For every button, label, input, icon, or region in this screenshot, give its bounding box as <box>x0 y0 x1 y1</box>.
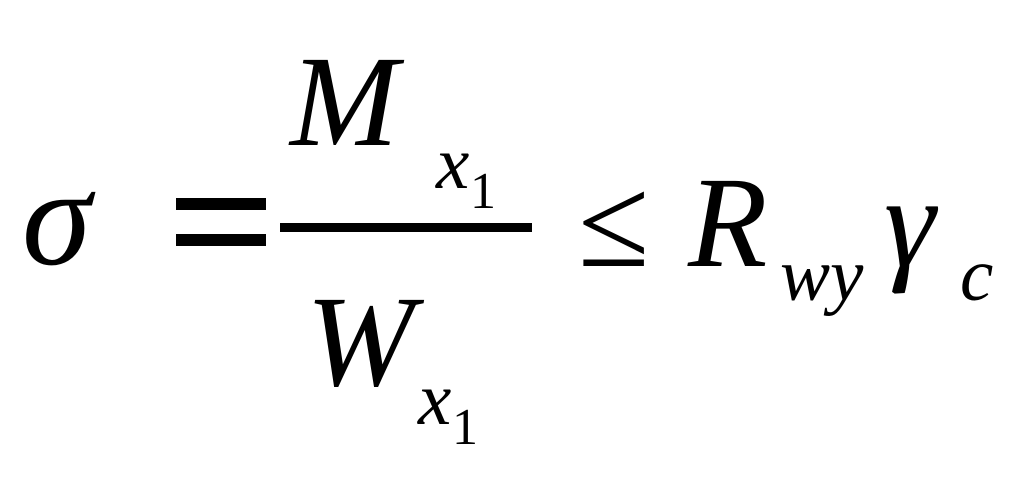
resistance-subscript: wy <box>780 234 864 317</box>
numerator-base: M <box>288 30 405 174</box>
fraction-bar <box>280 223 532 232</box>
less-or-equal-sign: ≤ <box>578 151 649 295</box>
gamma-symbol: γ <box>884 151 939 295</box>
denominator-base: W <box>306 270 425 414</box>
resistance-base: R <box>687 151 767 295</box>
sigma-symbol: σ <box>22 140 96 295</box>
equals-sign <box>176 198 266 246</box>
numerator: M x 1 <box>288 30 496 220</box>
gamma-subscript: c <box>960 234 993 317</box>
denominator-subsubscript: 1 <box>452 399 478 456</box>
numerator-subscript: x <box>435 122 469 205</box>
numerator-subsubscript: 1 <box>470 163 496 220</box>
factor-term: γ c <box>884 151 993 317</box>
resistance-term: R wy <box>687 151 864 317</box>
denominator: W x 1 <box>306 270 478 456</box>
denominator-subscript: x <box>417 358 451 441</box>
